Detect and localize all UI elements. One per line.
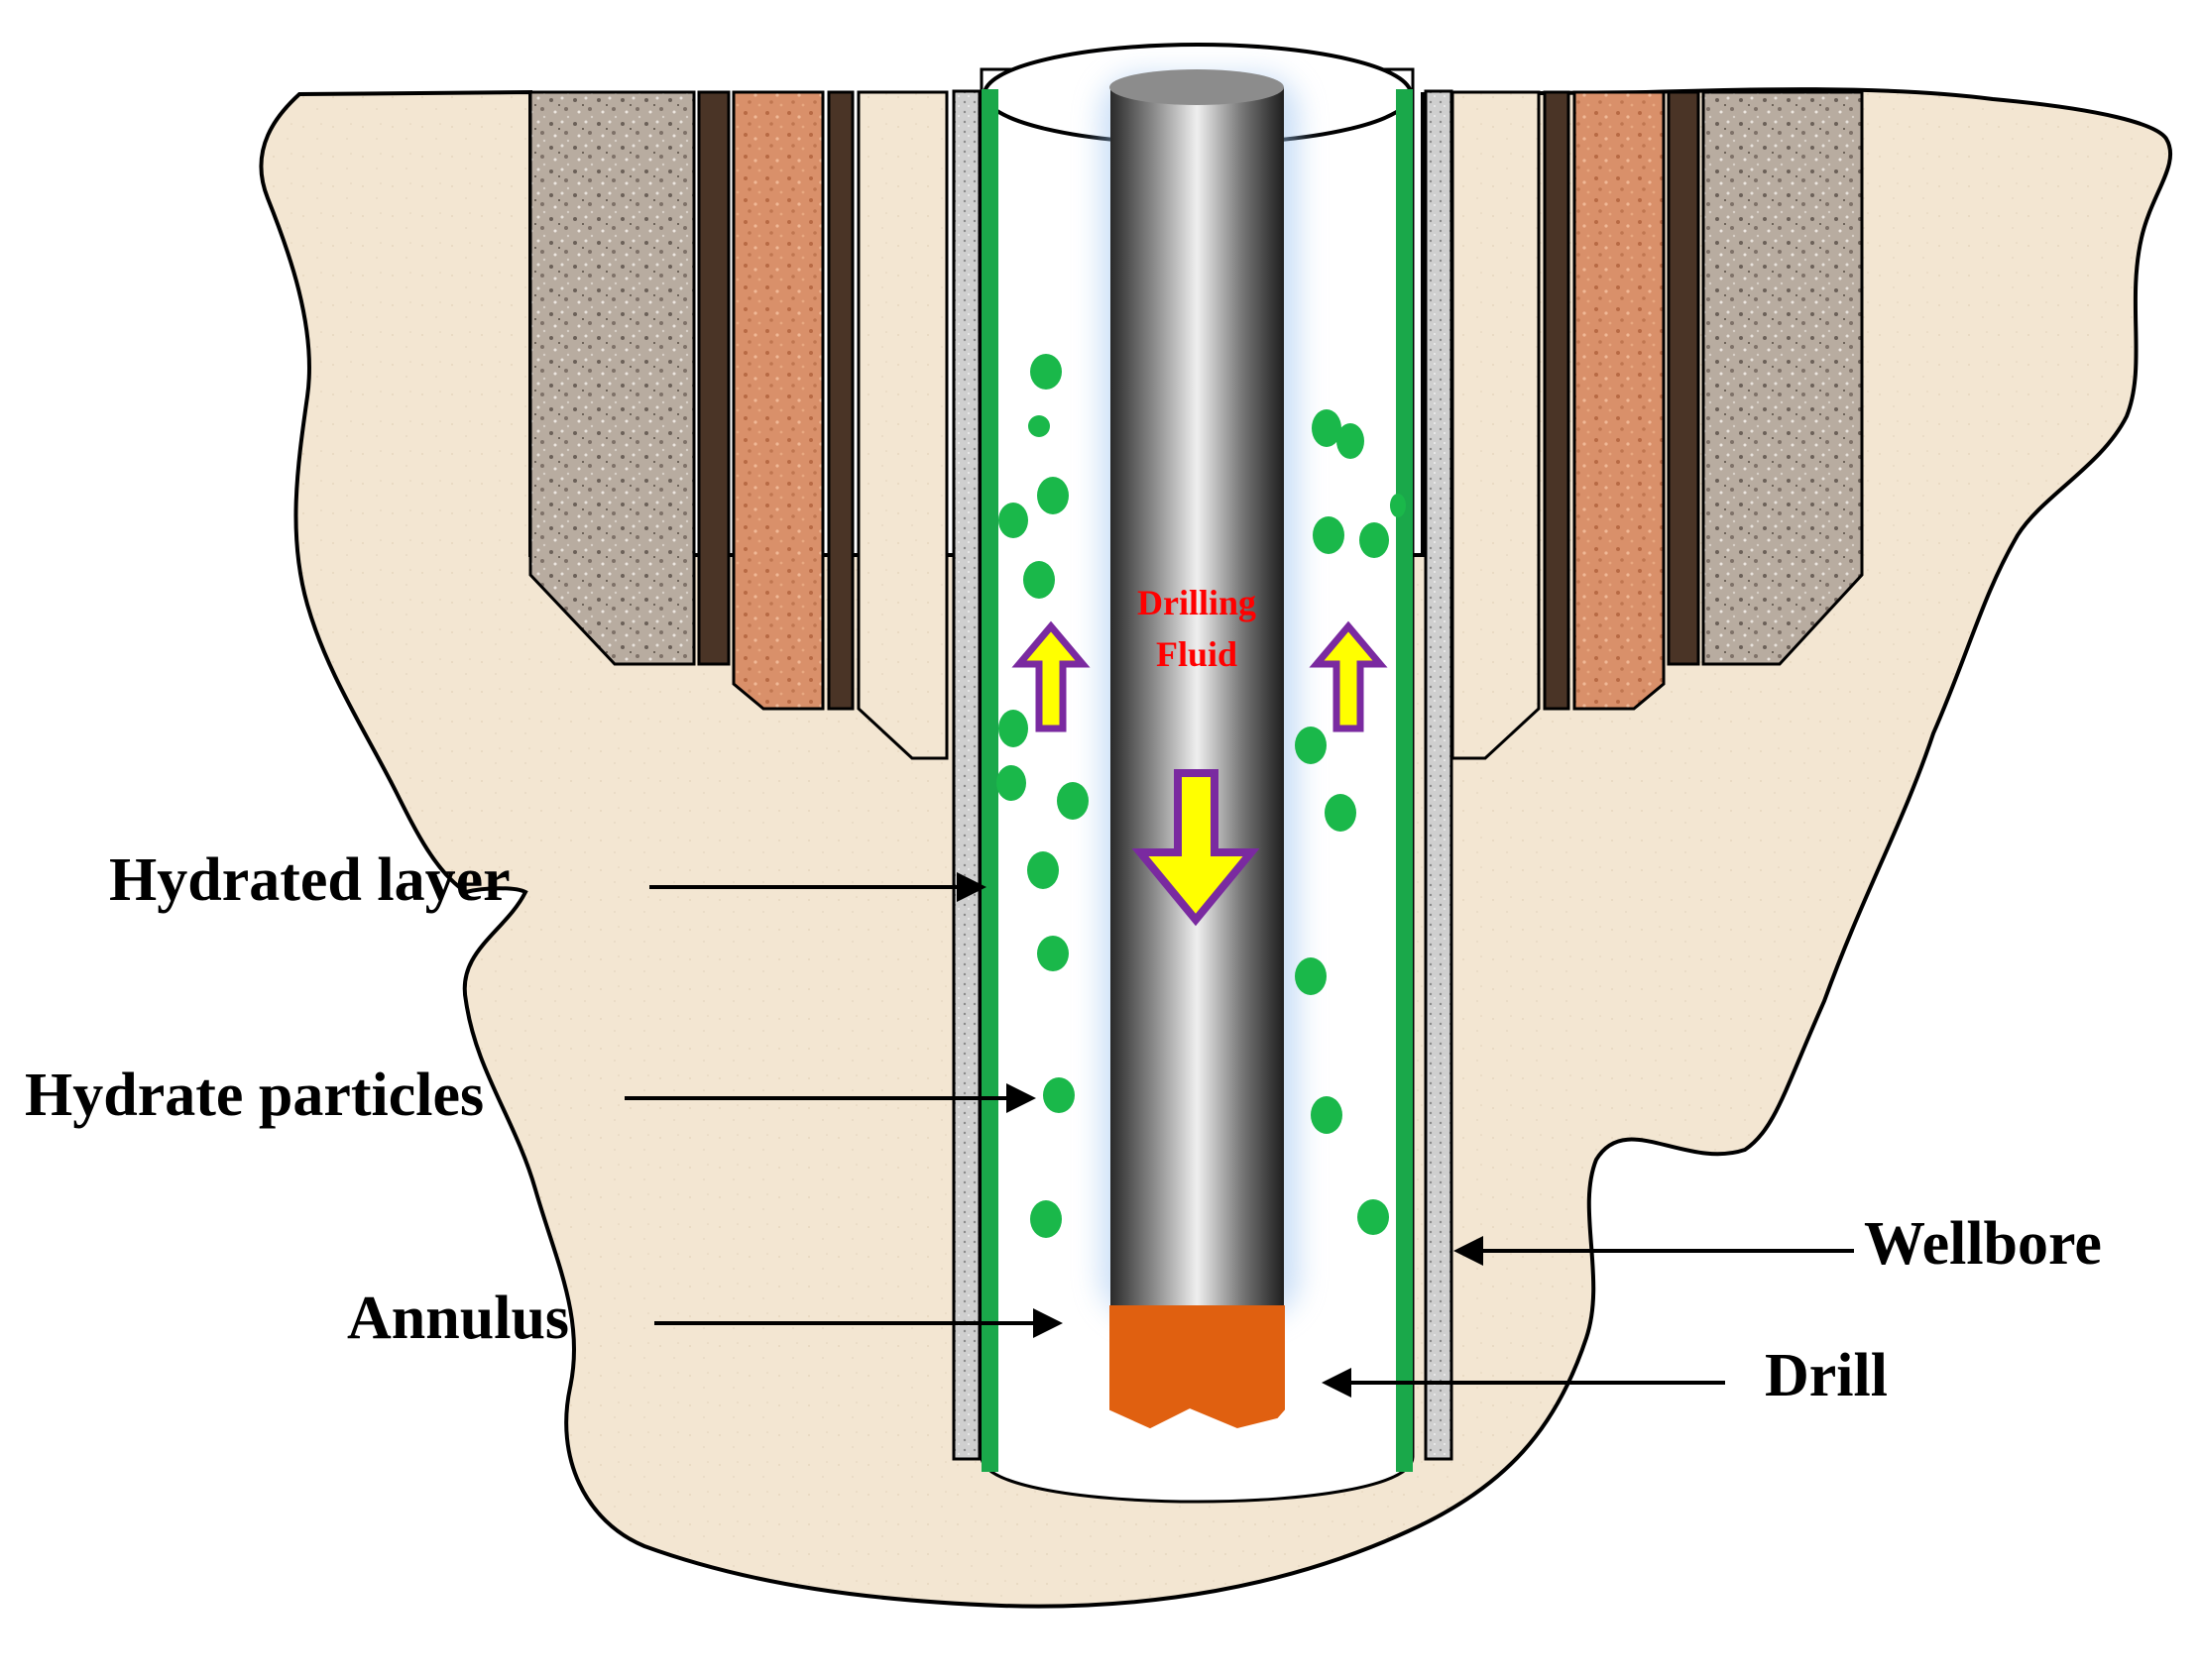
annulus-leader: [654, 1308, 1063, 1338]
hydrate-particle: [1037, 477, 1069, 514]
hydrate-particles-label: Hydrate particles: [25, 1062, 484, 1129]
right-rock-dark-layer: [1667, 90, 1700, 666]
drilling-fluid-label-line1: Drilling: [1137, 583, 1256, 622]
up-arrow-icon: [1011, 620, 1091, 732]
hydrated-layer-right: [1396, 89, 1413, 1472]
drill-label: Drill: [1765, 1342, 1888, 1409]
drill-bit: [1109, 1305, 1285, 1429]
right-rock-dark-layer-2: [1543, 90, 1570, 711]
hydrate-particle: [1295, 727, 1327, 764]
hydrate-particle: [1313, 516, 1344, 554]
hydrate-particle: [1030, 1200, 1062, 1238]
hydrate-particle: [1357, 1199, 1389, 1235]
down-arrow-icon: [1131, 769, 1260, 927]
hydrate-particle: [998, 710, 1028, 747]
hydrate-particles-leader: [625, 1083, 1036, 1113]
hydrate-particle: [1295, 957, 1327, 995]
hydrate-particle: [1359, 522, 1389, 558]
hydrate-particle: [1325, 794, 1356, 832]
wellbore-leader: [1453, 1236, 1854, 1266]
wellbore-label: Wellbore: [1864, 1210, 2102, 1278]
drill-leader: [1322, 1368, 1725, 1398]
hydrate-particle: [998, 503, 1028, 538]
hydrate-particle: [1057, 782, 1089, 820]
hydrate-particle: [1023, 561, 1055, 599]
up-arrow-icon: [1309, 620, 1388, 732]
hydrated-layer-leader: [649, 872, 986, 902]
hydrate-particle: [1030, 354, 1062, 390]
wellbore-wall-left: [952, 89, 982, 1461]
drill-pipe-top: [1109, 69, 1284, 105]
hydrate-particle: [996, 765, 1026, 801]
hydrate-particle: [1312, 409, 1341, 447]
right-rock-orange-layer: [1572, 90, 1666, 711]
drill-pipe: [1110, 87, 1284, 1308]
right-ground-step: [1450, 90, 1541, 760]
hydrated-layer-left: [982, 89, 998, 1472]
hydrate-particles: [996, 354, 1406, 1238]
right-rock-gray-layer: [1701, 90, 1864, 666]
annulus-label: Annulus: [347, 1285, 569, 1352]
wellbore-wall-right: [1424, 89, 1453, 1461]
drilling-fluid-label-line2: Fluid: [1156, 634, 1237, 674]
hydrate-particle: [1027, 851, 1059, 889]
hydrate-particle: [1390, 494, 1406, 517]
hydrate-particle: [1037, 936, 1069, 971]
left-ground-step: [857, 90, 949, 760]
hydrate-particle: [1336, 423, 1364, 459]
hydrate-particle: [1043, 1077, 1075, 1113]
hydrated-layer-label: Hydrated layer: [109, 846, 511, 914]
left-rock-gray-layer: [528, 90, 696, 666]
left-rock-orange-layer: [732, 90, 825, 711]
left-rock-dark-layer-2: [827, 90, 855, 711]
hydrate-particle: [1028, 415, 1050, 437]
left-rock-dark-layer: [697, 90, 731, 666]
hydrate-particle: [1311, 1096, 1342, 1134]
